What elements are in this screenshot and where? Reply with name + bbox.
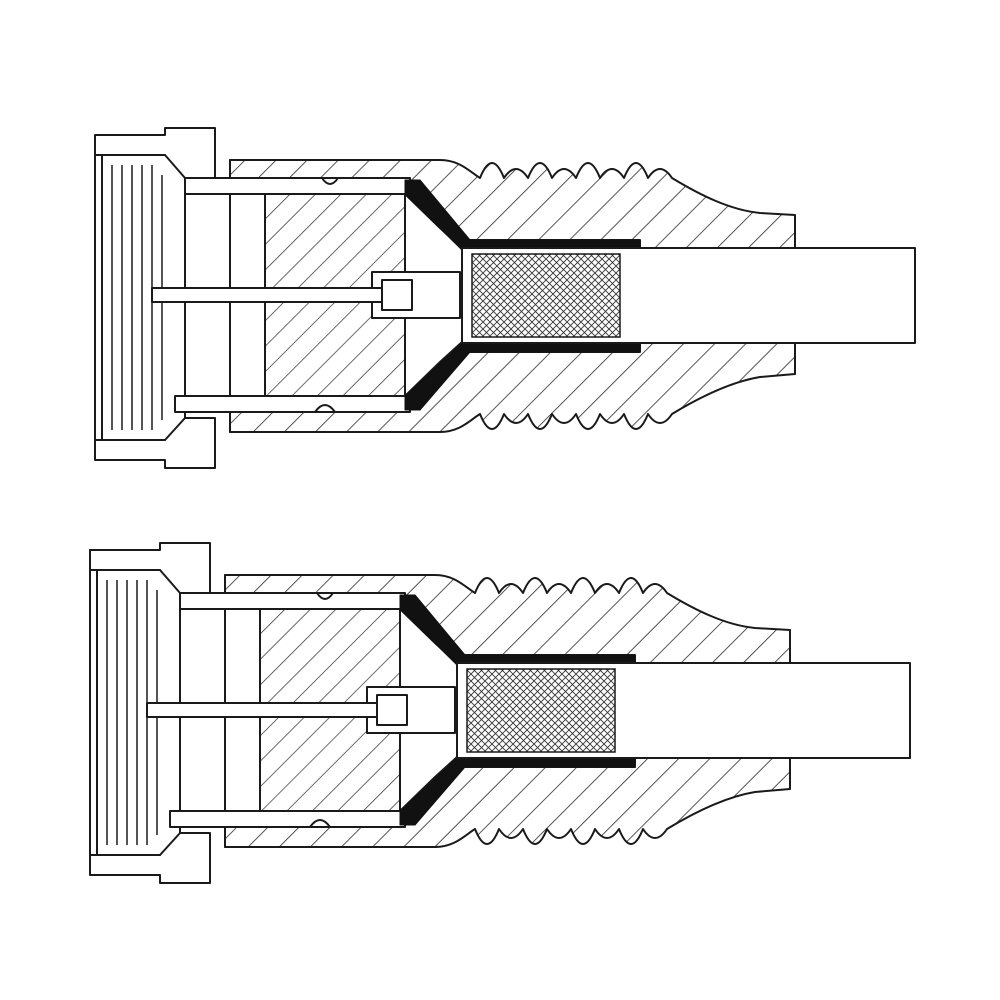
connector-bottom bbox=[89, 542, 911, 884]
connector-top bbox=[94, 127, 916, 469]
